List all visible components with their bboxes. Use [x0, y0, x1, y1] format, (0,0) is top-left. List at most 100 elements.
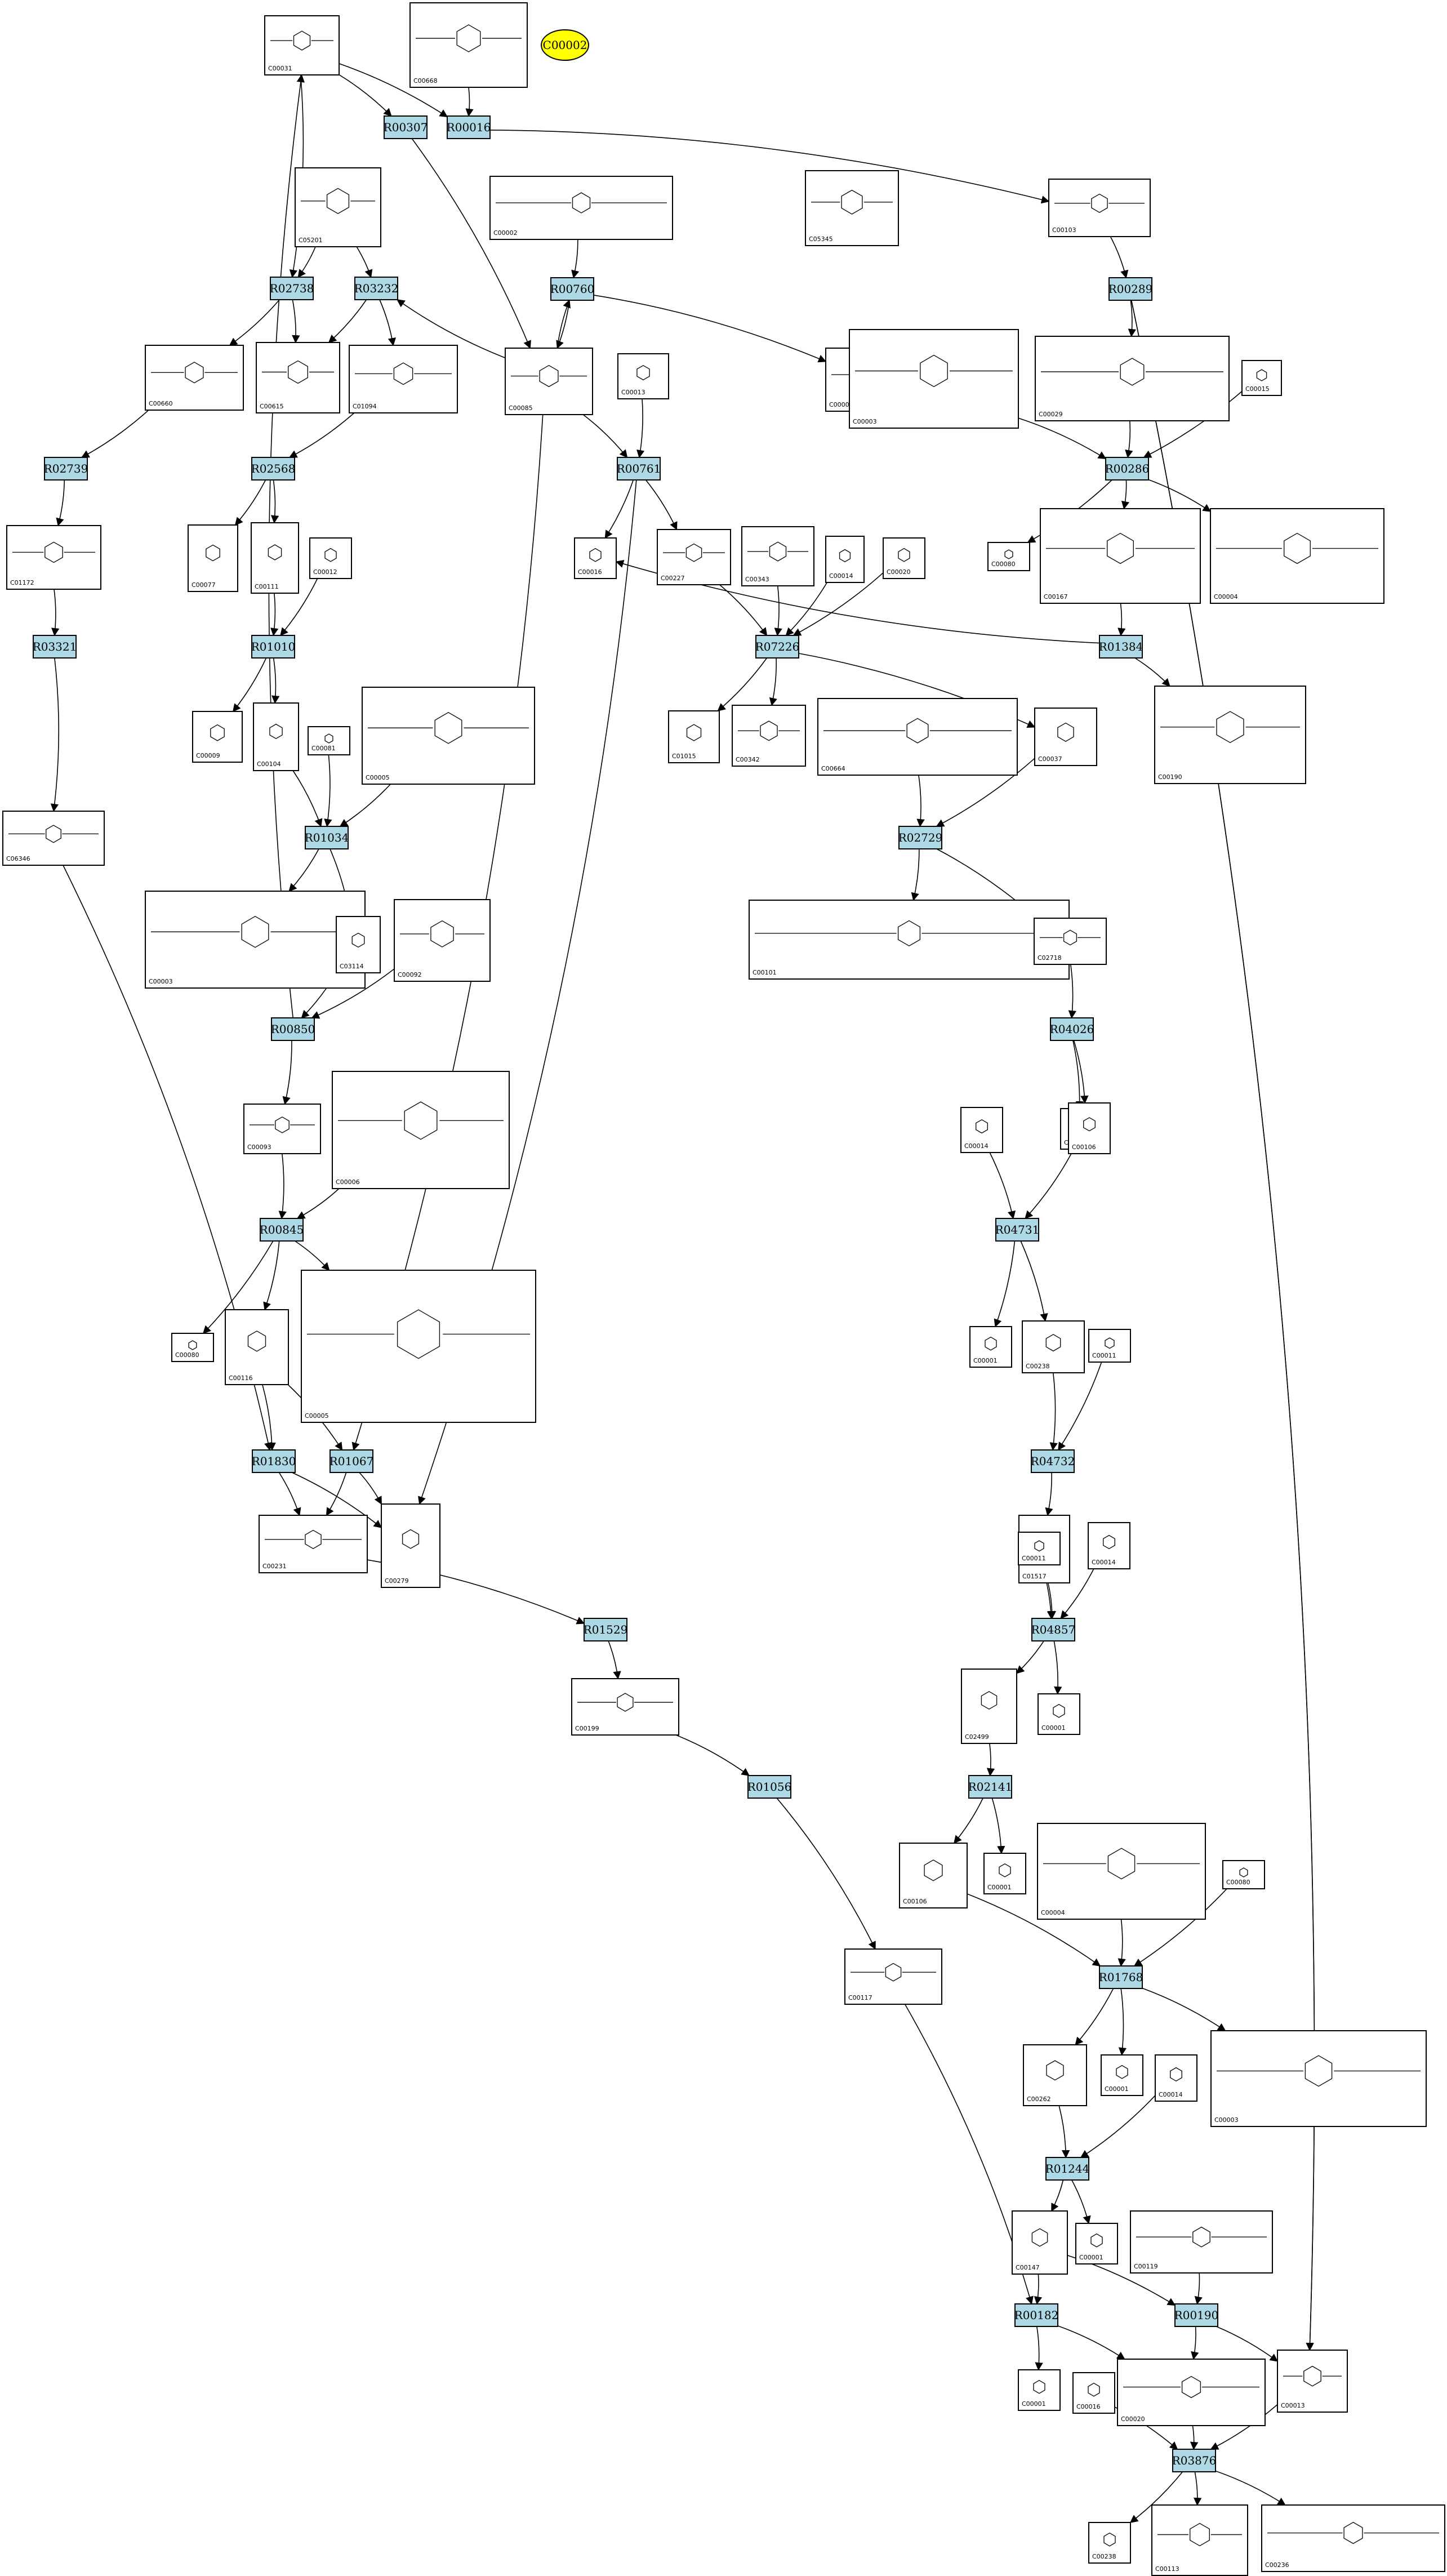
reaction-node-r04732[interactable]: R04732 [1031, 1449, 1075, 1473]
reaction-node-r00845[interactable]: R00845 [260, 1218, 304, 1242]
compound-node-c00106[interactable]: C00106 [899, 1843, 968, 1908]
compound-node-c00001[interactable]: C00001 [1018, 2369, 1061, 2411]
compound-node-c00199[interactable]: C00199 [571, 1678, 679, 1736]
compound-node-c00001[interactable]: C00001 [969, 1326, 1012, 1368]
compound-node-c00077[interactable]: C00077 [188, 524, 238, 592]
compound-node-c00011[interactable]: C00011 [1018, 1532, 1061, 1565]
compound-node-c00015[interactable]: C00015 [1241, 360, 1282, 396]
compound-node-c00080[interactable]: C00080 [1222, 1860, 1265, 1889]
compound-node-c00080[interactable]: C00080 [171, 1333, 214, 1362]
compound-node-c00002[interactable]: C00002 [489, 176, 673, 240]
compound-node-c06346[interactable]: C06346 [2, 811, 105, 866]
reaction-node-r01034[interactable]: R01034 [305, 826, 349, 849]
compound-node-c00014[interactable]: C00014 [1155, 2054, 1197, 2102]
compound-node-c03114[interactable]: C03114 [336, 916, 381, 973]
compound-node-c00101[interactable]: C00101 [749, 900, 1070, 980]
reaction-node-r01384[interactable]: R01384 [1099, 635, 1143, 659]
compound-node-c00262[interactable]: C00262 [1023, 2044, 1087, 2106]
compound-node-c00001[interactable]: C00001 [1101, 2054, 1143, 2096]
compound-node-c00001[interactable]: C00001 [983, 1853, 1026, 1894]
reaction-node-r00760[interactable]: R00760 [550, 277, 595, 301]
highlighted-compound[interactable]: C00002 [541, 29, 589, 61]
compound-node-c00003[interactable]: C00003 [1210, 2030, 1427, 2127]
reaction-node-r00182[interactable]: R00182 [1014, 2303, 1059, 2327]
reaction-node-r00289[interactable]: R00289 [1108, 277, 1153, 301]
compound-node-c00279[interactable]: C00279 [381, 1503, 440, 1588]
compound-node-c00004[interactable]: C00004 [1210, 508, 1384, 604]
reaction-node-r00190[interactable]: R00190 [1174, 2303, 1219, 2327]
compound-node-c00020[interactable]: C00020 [1117, 2359, 1266, 2426]
compound-node-c00003[interactable]: C00003 [145, 891, 366, 989]
compound-node-c05201[interactable]: C05201 [295, 167, 381, 247]
compound-node-c00014[interactable]: C00014 [1088, 1522, 1130, 1569]
compound-node-c00016[interactable]: C00016 [574, 537, 617, 579]
compound-node-c00093[interactable]: C00093 [243, 1104, 321, 1154]
reaction-node-r02739[interactable]: R02739 [44, 457, 88, 481]
compound-node-c00342[interactable]: C00342 [732, 705, 806, 767]
compound-node-c00227[interactable]: C00227 [657, 529, 731, 585]
compound-node-c00014[interactable]: C00014 [825, 536, 865, 583]
compound-node-c00005[interactable]: C00005 [362, 687, 535, 785]
reaction-node-r00016[interactable]: R00016 [447, 115, 491, 139]
compound-node-c00106[interactable]: C00106 [1068, 1102, 1111, 1154]
compound-node-c02718[interactable]: C02718 [1034, 918, 1107, 965]
compound-node-c00343[interactable]: C00343 [741, 526, 814, 586]
compound-node-c00238[interactable]: C00238 [1022, 1320, 1085, 1373]
reaction-node-r01529[interactable]: R01529 [584, 1618, 628, 1641]
reaction-node-r03321[interactable]: R03321 [33, 635, 77, 659]
compound-node-c00116[interactable]: C00116 [225, 1309, 289, 1385]
compound-node-c00147[interactable]: C00147 [1012, 2210, 1068, 2275]
compound-node-c00029[interactable]: C00029 [1035, 336, 1230, 421]
compound-node-c00119[interactable]: C00119 [1130, 2210, 1273, 2274]
compound-node-c02499[interactable]: C02499 [961, 1669, 1017, 1744]
compound-node-c00615[interactable]: C00615 [256, 342, 340, 413]
reaction-node-r02141[interactable]: R02141 [968, 1775, 1013, 1799]
reaction-node-r04857[interactable]: R04857 [1031, 1618, 1076, 1641]
compound-node-c00001[interactable]: C00001 [1038, 1693, 1080, 1735]
compound-node-c00167[interactable]: C00167 [1040, 508, 1201, 604]
reaction-node-r02738[interactable]: R02738 [270, 277, 314, 300]
compound-node-c00006[interactable]: C00006 [332, 1071, 510, 1189]
compound-node-c00016[interactable]: C00016 [1072, 2372, 1115, 2414]
compound-node-c00231[interactable]: C00231 [259, 1515, 368, 1573]
compound-node-c00660[interactable]: C00660 [145, 345, 244, 411]
compound-node-c00004[interactable]: C00004 [1037, 1823, 1206, 1920]
compound-node-c00001[interactable]: C00001 [1075, 2223, 1118, 2264]
reaction-node-r00850[interactable]: R00850 [271, 1017, 315, 1041]
compound-node-c00031[interactable]: C00031 [264, 15, 340, 75]
compound-node-c00117[interactable]: C00117 [844, 1948, 942, 2005]
reaction-node-r00307[interactable]: R00307 [384, 115, 428, 139]
compound-node-c00037[interactable]: C00037 [1034, 708, 1097, 766]
reaction-node-r07226[interactable]: R07226 [755, 635, 800, 659]
compound-node-c00085[interactable]: C00085 [505, 348, 593, 415]
compound-node-c05345[interactable]: C05345 [805, 170, 899, 246]
compound-node-c00014[interactable]: C00014 [960, 1107, 1003, 1153]
reaction-node-r02729[interactable]: R02729 [898, 826, 943, 849]
reaction-node-r00761[interactable]: R00761 [617, 457, 661, 481]
compound-node-c00190[interactable]: C00190 [1154, 686, 1306, 784]
compound-node-c00664[interactable]: C00664 [817, 698, 1018, 776]
compound-node-c00012[interactable]: C00012 [309, 537, 352, 579]
reaction-node-r02568[interactable]: R02568 [251, 457, 296, 481]
reaction-node-r01244[interactable]: R01244 [1045, 2157, 1090, 2181]
reaction-node-r00286[interactable]: R00286 [1105, 457, 1150, 481]
reaction-node-r01067[interactable]: R01067 [330, 1449, 374, 1473]
compound-node-c00104[interactable]: C00104 [253, 702, 299, 771]
reaction-node-r03232[interactable]: R03232 [354, 277, 399, 300]
compound-node-c00013[interactable]: C00013 [617, 353, 669, 399]
compound-node-c00011[interactable]: C00011 [1088, 1329, 1131, 1363]
reaction-node-r04026[interactable]: R04026 [1050, 1017, 1094, 1041]
compound-node-c00080[interactable]: C00080 [987, 542, 1030, 571]
reaction-node-r01010[interactable]: R01010 [251, 635, 296, 659]
reaction-node-r01768[interactable]: R01768 [1099, 1965, 1143, 1989]
compound-node-c00003[interactable]: C00003 [849, 329, 1019, 429]
compound-node-c00103[interactable]: C00103 [1048, 179, 1151, 237]
compound-node-c00009[interactable]: C00009 [192, 711, 243, 763]
compound-node-c00081[interactable]: C00081 [308, 726, 350, 755]
compound-node-c00005[interactable]: C00005 [301, 1270, 536, 1423]
compound-node-c01172[interactable]: C01172 [6, 525, 101, 590]
compound-node-c00092[interactable]: C00092 [394, 899, 491, 982]
compound-node-c00013[interactable]: C00013 [1277, 2350, 1348, 2413]
reaction-node-r01056[interactable]: R01056 [747, 1775, 792, 1799]
compound-node-c01015[interactable]: C01015 [668, 710, 720, 763]
